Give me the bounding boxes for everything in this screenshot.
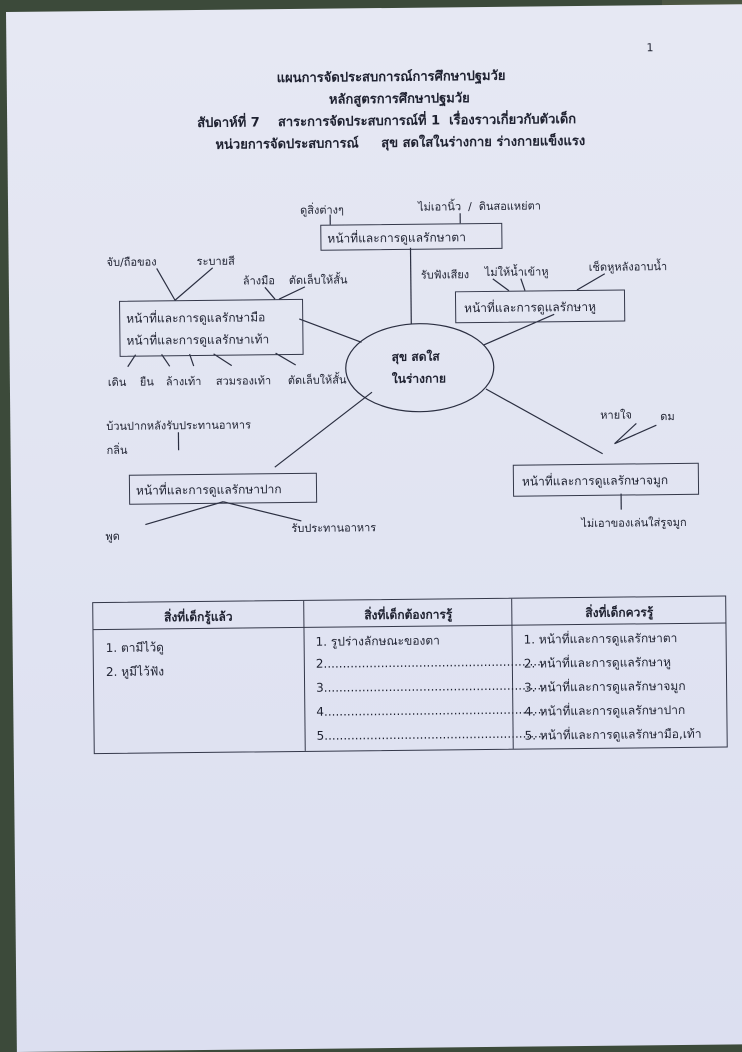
eyes-box-label: หน้าที่และการดูแลรักษาตา bbox=[327, 228, 466, 248]
should-item-4: 4. หน้าที่และการดูแลรักษาปาก bbox=[524, 701, 685, 722]
should-item-2: 2. หน้าที่และการดูแลรักษาหู bbox=[524, 653, 671, 674]
nose-label-2: ดม bbox=[660, 407, 675, 425]
mouth-label-4: รับประทานอาหาร bbox=[291, 518, 376, 537]
feet-label-3: ล้างเท้า bbox=[166, 372, 202, 390]
table-header-known: สิ่งที่เด็กรู้แล้ว bbox=[93, 607, 303, 628]
mouth-label-1: บ้วนปากหลังรับประทานอาหาร bbox=[106, 415, 251, 435]
want-item-4: 4.......................................… bbox=[316, 702, 545, 718]
want-item-1: 1. รูปร่างลักษณะของตา bbox=[316, 631, 440, 651]
ears-label-3: เช็ดหูหลังอาบน้ำ bbox=[589, 257, 668, 276]
eyes-box: หน้าที่และการดูแลรักษาตา bbox=[320, 223, 502, 251]
feet-label-4: สวมรองเท้า bbox=[216, 371, 271, 390]
mouth-box: หน้าที่และการดูแลรักษาปาก bbox=[129, 473, 317, 505]
should-item-5: 5. หน้าที่และการดูแลรักษามือ,เท้า bbox=[525, 725, 702, 746]
nose-label-1: หายใจ bbox=[600, 405, 632, 423]
feet-label-1: เดิน bbox=[108, 373, 127, 391]
ears-label-1: รับฟังเสียง bbox=[421, 265, 470, 284]
want-item-2: 2.......................................… bbox=[316, 654, 545, 670]
hands-box-label: หน้าที่และการดูแลรักษามือ bbox=[126, 308, 265, 328]
eyes-label-1: ดูสิ่งต่างๆ bbox=[300, 200, 344, 218]
center-ellipse bbox=[345, 323, 494, 413]
mouth-label-3: พูด bbox=[105, 527, 120, 545]
feet-label-2: ยืน bbox=[140, 372, 154, 390]
eyes-label-2: ไม่เอานิ้ว / ดินสอแหย่ตา bbox=[418, 196, 541, 215]
hands-label-3: ล้างมือ bbox=[243, 271, 275, 289]
nose-box: หน้าที่และการดูแลรักษาจมูก bbox=[513, 463, 699, 497]
feet-box-label: หน้าที่และการดูแลรักษาเท้า bbox=[126, 330, 269, 350]
document-page: 1 แผนการจัดประสบการณ์การศึกษาปฐมวัย หลัก… bbox=[6, 4, 742, 1052]
nose-label-3: ไม่เอาของเล่นใส่รูจมูก bbox=[581, 513, 686, 532]
feet-label-5: ตัดเล็บให้สั้น bbox=[288, 370, 347, 389]
should-item-3: 3. หน้าที่และการดูแลรักษาจมูก bbox=[524, 677, 686, 698]
mouth-label-2: กลิ่น bbox=[106, 441, 127, 459]
want-item-3: 3.......................................… bbox=[316, 678, 545, 694]
nose-box-label: หน้าที่และการดูแลรักษาจมูก bbox=[522, 471, 668, 492]
table-header-should: สิ่งที่เด็กควรรู้ bbox=[513, 603, 725, 624]
ears-box: หน้าที่และการดูแลรักษาหู bbox=[455, 290, 625, 324]
table-header-want: สิ่งที่เด็กต้องการรู้ bbox=[304, 605, 512, 626]
kwl-table: สิ่งที่เด็กรู้แล้ว สิ่งที่เด็กต้องการรู้… bbox=[92, 595, 728, 754]
ears-box-label: หน้าที่และการดูแลรักษาหู bbox=[464, 298, 596, 318]
known-item-1: 1. ตามีไว้ดู bbox=[106, 638, 164, 658]
ears-label-2: ไม่ให้น้ำเข้าหู bbox=[485, 262, 549, 281]
hands-label-2: ระบายสี bbox=[197, 252, 235, 270]
mouth-box-label: หน้าที่และการดูแลรักษาปาก bbox=[136, 480, 282, 501]
hands-label-4: ตัดเล็บให้สั้น bbox=[289, 270, 348, 289]
hands-feet-box: หน้าที่และการดูแลรักษามือ หน้าที่และการด… bbox=[119, 299, 304, 357]
should-item-1: 1. หน้าที่และการดูแลรักษาตา bbox=[524, 629, 678, 650]
want-item-5: 5.......................................… bbox=[317, 726, 546, 742]
hands-label-1: จับ/ถือของ bbox=[107, 252, 157, 271]
center-title-line-2: ในร่างกาย bbox=[392, 369, 446, 389]
center-title-line-1: สุข สดใส bbox=[392, 347, 440, 367]
known-item-2: 2. หูมีไว้ฟัง bbox=[106, 662, 164, 682]
